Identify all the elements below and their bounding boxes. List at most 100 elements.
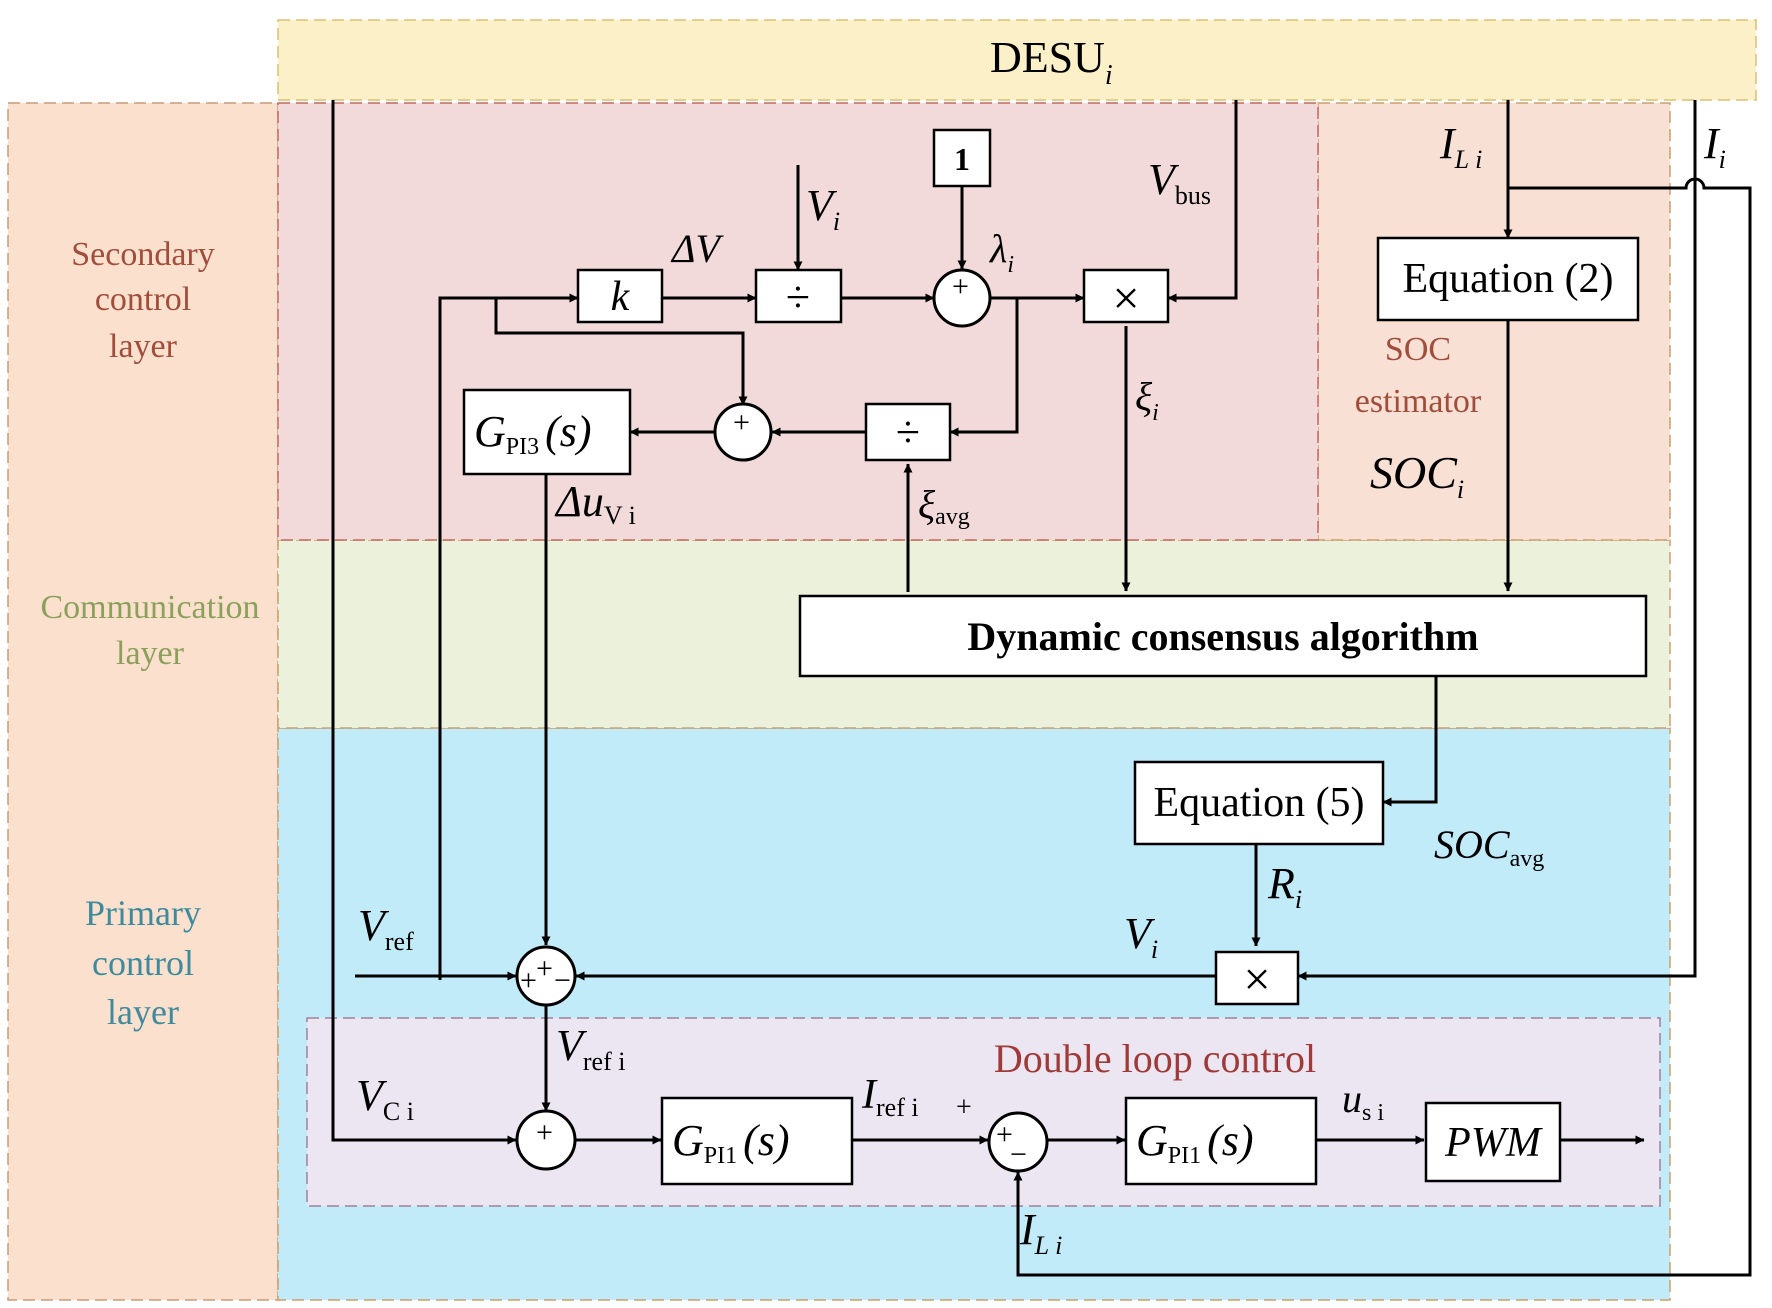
wire-ili-feedback — [1013, 177, 1752, 1277]
signal-soc-i: SOCi — [1370, 447, 1464, 504]
soc-estimator-label: SOC estimator — [1355, 331, 1482, 420]
pwm-label: PWM — [1444, 1120, 1543, 1166]
signal-u-si-main: u — [1342, 1076, 1362, 1121]
secondary-layer-label: Secondary control layer — [71, 236, 215, 365]
irefi-plus: + — [956, 1092, 972, 1123]
signal-v-ci: VC i — [356, 1071, 414, 1126]
sumB-plus: + — [536, 1116, 553, 1149]
gpi3-label: GPI3(s) — [474, 407, 592, 460]
desu-title: DESUi — [990, 33, 1113, 91]
signal-vi-mid: Vi — [1124, 909, 1158, 964]
wire-vbus-to-mul1 — [1167, 100, 1238, 303]
signal-lambda-main: λ — [989, 226, 1007, 271]
signal-ili-bottom-sub: L i — [1034, 1231, 1063, 1260]
divider1-label: ÷ — [786, 273, 810, 322]
desu-title-main: DESU — [990, 33, 1105, 82]
signal-i-ref-i: Iref i — [861, 1072, 919, 1122]
signal-lambda: λi — [989, 226, 1014, 278]
gain-k-label: k — [611, 274, 631, 320]
sumC-plus-left: + — [996, 1118, 1013, 1151]
multiplier1-label: × — [1112, 272, 1139, 325]
signal-i-ref-i-main: I — [861, 1072, 878, 1118]
primary-layer-label: Primary control layer — [85, 893, 201, 1032]
gpi3-arg: (s) — [545, 407, 591, 456]
blocks — [462, 128, 1648, 1186]
communication-label-line1: Communication — [40, 589, 259, 626]
sumC-junction — [987, 1111, 1049, 1173]
signal-lambda-sub: i — [1007, 252, 1014, 278]
desu-header — [277, 19, 1757, 101]
multiplier2-block — [1214, 950, 1300, 1006]
signal-wires — [331, 100, 1752, 1277]
wire-branch-to-sum2 — [494, 298, 748, 406]
sumA-plus-top: + — [536, 952, 553, 985]
sumC-minus: − — [1010, 1138, 1027, 1171]
wire-lambda-to-div2 — [949, 298, 1019, 437]
signal-v-ref-i-sub: ref i — [583, 1047, 626, 1076]
gpi1a-sub: PI1 — [704, 1143, 737, 1169]
gpi1b-arg: (s) — [1207, 1116, 1253, 1165]
communication-label-line2: layer — [116, 635, 185, 672]
divider2-block — [864, 402, 952, 462]
pwm-block — [1424, 1101, 1562, 1183]
communication-layer-label: Communication layer — [40, 589, 259, 672]
divider2-label: ÷ — [896, 408, 920, 457]
equation5-block — [1133, 760, 1385, 846]
signal-ii-main: I — [1703, 119, 1721, 168]
divider1-block — [754, 268, 843, 324]
multiplier2-label: × — [1243, 953, 1270, 1006]
multiplier1-block — [1082, 268, 1170, 324]
signal-soc-i-main: SOC — [1370, 447, 1458, 498]
wire-vci-to-sumB — [331, 100, 517, 1145]
signal-xi-i-sub: i — [1152, 400, 1159, 426]
signal-soc-avg: SOCavg — [1434, 822, 1544, 872]
secondary-label-line3: layer — [109, 328, 178, 365]
signal-delta-v-main: ΔV — [670, 226, 724, 271]
signal-xi-avg-sub: avg — [935, 504, 970, 530]
signal-delta-u-sub: V i — [604, 501, 636, 530]
signal-v-ref-i: Vref i — [556, 1021, 625, 1076]
signal-vbus-main: V — [1148, 155, 1180, 204]
gpi3-main: G — [474, 407, 506, 456]
primary-label-line3: layer — [107, 992, 179, 1032]
soc-estimator-region — [1317, 102, 1671, 541]
equation5-label: Equation (5) — [1153, 780, 1364, 826]
equation2-block — [1376, 236, 1640, 322]
signal-labels: Vi ΔV λi Vbus IL i Ii ξi ξavg SOCi ΔuV i… — [356, 119, 1726, 1260]
constant-one-block — [932, 128, 992, 188]
signal-xi-avg-main: ξ — [918, 482, 936, 527]
wire-consensus-to-eq5 — [1382, 676, 1438, 807]
gpi1b-label: GPI1(s) — [1136, 1116, 1254, 1169]
gain-k-block — [576, 268, 664, 324]
sumA-minus: − — [554, 964, 571, 997]
signal-xi-i-main: ξ — [1135, 374, 1153, 419]
gpi1a-block — [660, 1096, 854, 1186]
signal-ili-bottom-main: I — [1019, 1205, 1037, 1254]
gpi1a-arg: (s) — [743, 1116, 789, 1165]
signal-ili-top: IL i — [1439, 119, 1482, 174]
secondary-label-line2: control — [95, 281, 191, 318]
signal-soc-i-sub: i — [1457, 475, 1464, 504]
signal-vbus: Vbus — [1148, 155, 1211, 210]
signal-v-ref: Vref — [358, 901, 414, 956]
wire-into-k — [438, 293, 579, 980]
signal-vi-top-sub: i — [833, 207, 840, 236]
consensus-label: Dynamic consensus algorithm — [967, 614, 1478, 659]
sum2-plus: + — [733, 406, 750, 439]
signal-xi-avg: ξavg — [918, 482, 970, 530]
soc-estimator-line2: estimator — [1355, 383, 1482, 420]
gpi1a-main: G — [672, 1116, 704, 1165]
signal-ii: Ii — [1703, 119, 1726, 174]
consensus-block — [798, 594, 1648, 678]
signal-delta-u-main: Δu — [554, 477, 604, 526]
double-loop-title: Double loop control — [994, 1036, 1316, 1081]
equation2-label: Equation (2) — [1402, 256, 1613, 302]
signal-vi-mid-sub: i — [1151, 935, 1158, 964]
signal-r-i: Ri — [1267, 859, 1302, 914]
signal-soc-avg-main: SOC — [1434, 822, 1511, 867]
transfer-function-labels: GPI3(s) GPI1(s) GPI1(s) — [474, 407, 1254, 1169]
primary-layer-region — [277, 727, 1671, 1301]
signal-soc-avg-sub: avg — [1510, 846, 1545, 872]
junction-signs: + + + + − + + − + — [520, 270, 1027, 1171]
